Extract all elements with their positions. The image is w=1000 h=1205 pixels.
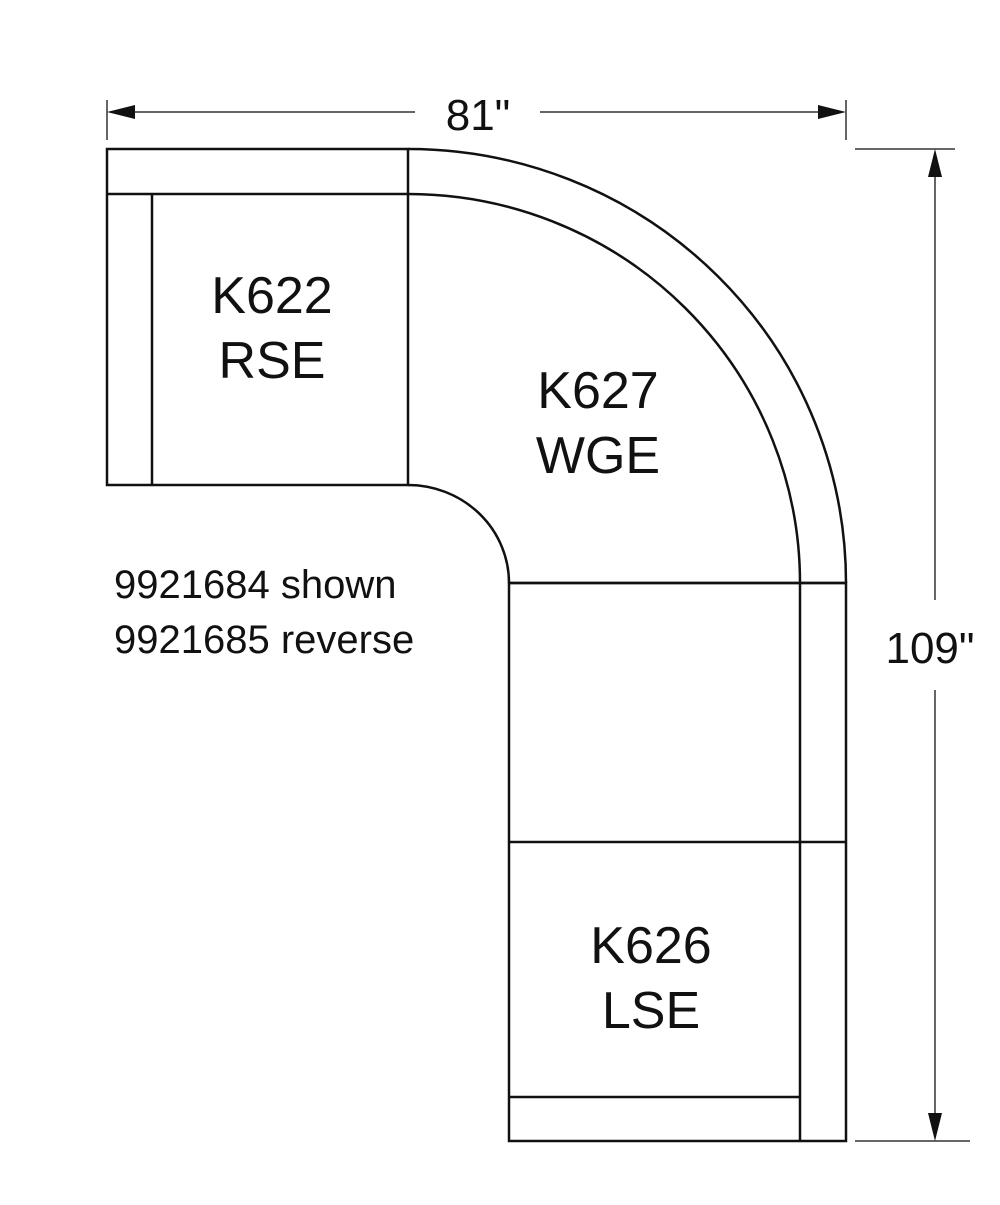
note-shown: 9921684 shown bbox=[114, 563, 396, 607]
width-label: 81" bbox=[446, 91, 511, 140]
piece-code: K627 bbox=[537, 362, 658, 420]
arrow-right-icon bbox=[818, 105, 846, 119]
note-reverse: 9921685 reverse bbox=[114, 618, 414, 662]
depth-label: 109" bbox=[885, 624, 974, 673]
piece-code: K622 bbox=[211, 267, 332, 325]
width-dimension: 81" bbox=[106, 91, 847, 140]
piece-rse bbox=[105, 147, 410, 487]
piece-lse bbox=[507, 581, 848, 1143]
arrow-up-icon bbox=[928, 149, 942, 177]
arrow-down-icon bbox=[928, 1113, 942, 1141]
depth-dimension: 109" bbox=[855, 148, 975, 1142]
piece-type: WGE bbox=[536, 427, 660, 485]
piece-code: K626 bbox=[590, 917, 711, 975]
arrow-left-icon bbox=[107, 105, 135, 119]
piece-type: RSE bbox=[219, 332, 326, 390]
piece-type: LSE bbox=[602, 982, 700, 1040]
